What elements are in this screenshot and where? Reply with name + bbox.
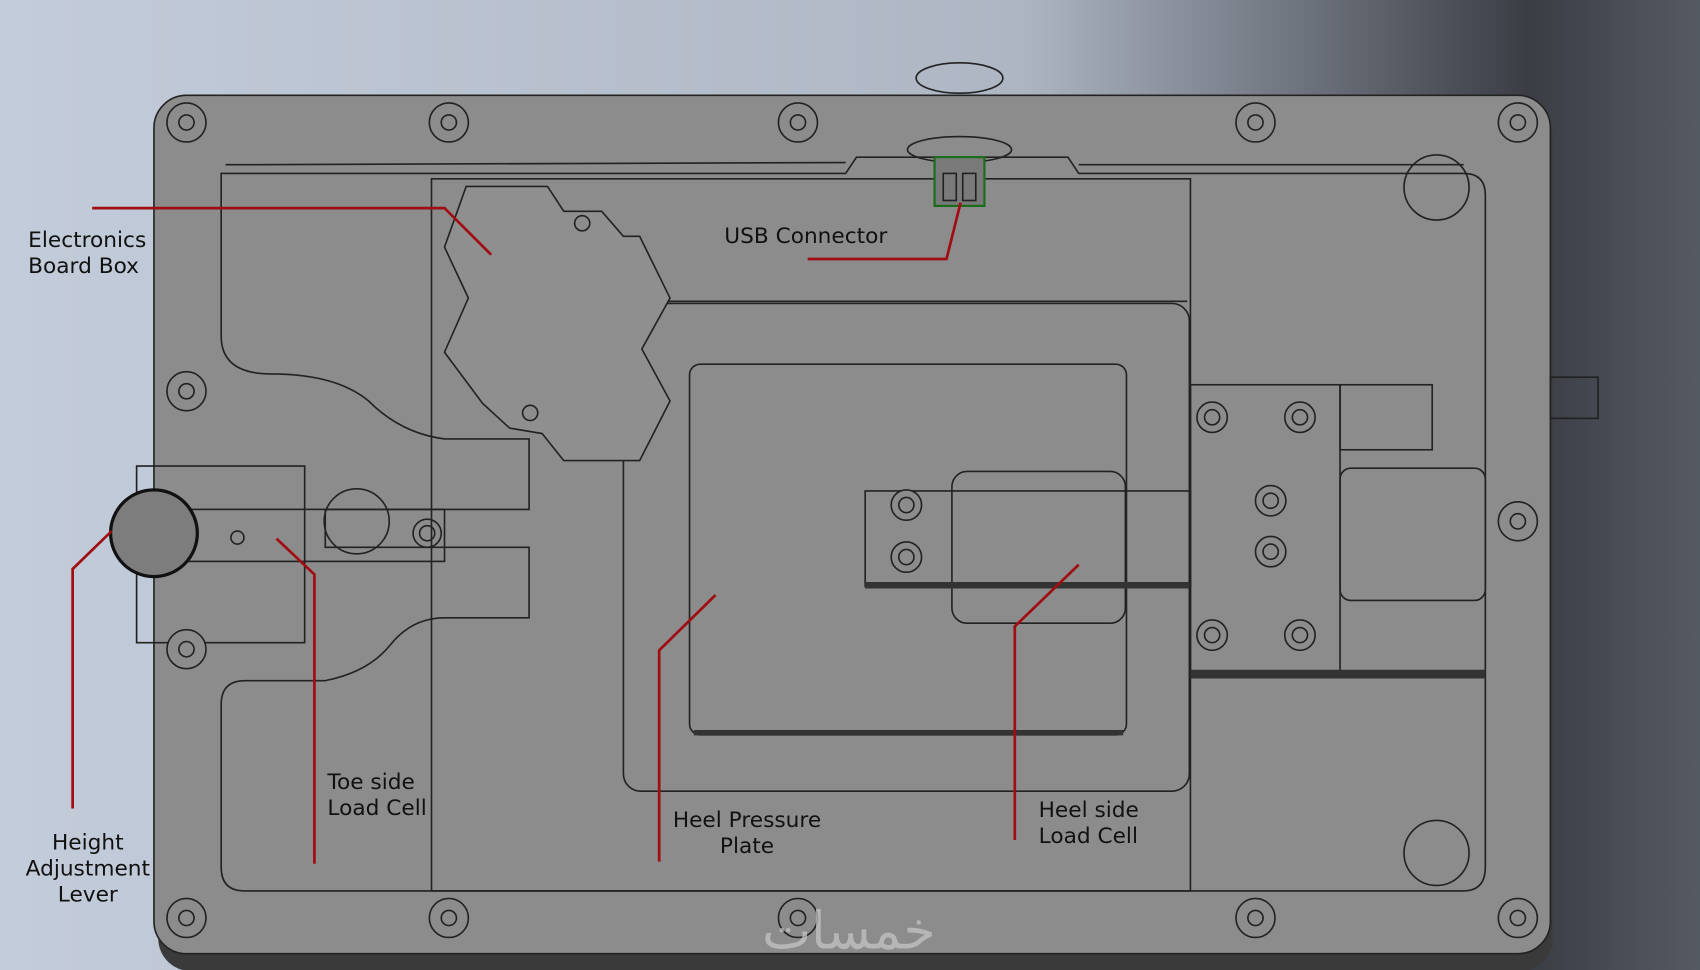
screw-icon [412, 518, 443, 549]
ball [1403, 819, 1470, 887]
electronics-board-box [443, 185, 671, 462]
leader-toe [275, 537, 316, 864]
screw-icon [418, 524, 436, 542]
usb-connector-part [906, 62, 1013, 208]
heel-pressure-frame [622, 302, 1191, 792]
recess-wall [225, 161, 1464, 166]
screw-icon [230, 530, 245, 545]
ball [323, 487, 391, 555]
slider-rail [1339, 383, 1434, 451]
side-pin [1549, 376, 1599, 420]
leader-heel-cell [1013, 563, 1080, 840]
heel-load-cell-base [951, 470, 1127, 624]
leader-heel-plate [657, 594, 717, 862]
leader-lever [71, 530, 113, 809]
screw-holes [166, 102, 1539, 939]
height-adjustment-knob [108, 488, 199, 579]
watermark: خمسات [762, 901, 935, 961]
ball [1403, 154, 1470, 221]
slider-rail-2 [1339, 467, 1487, 602]
leader-usb [807, 202, 962, 261]
main-recess [220, 156, 1487, 892]
label-usb-connector: USB Connector [724, 224, 887, 249]
leader-electronics [92, 206, 493, 256]
